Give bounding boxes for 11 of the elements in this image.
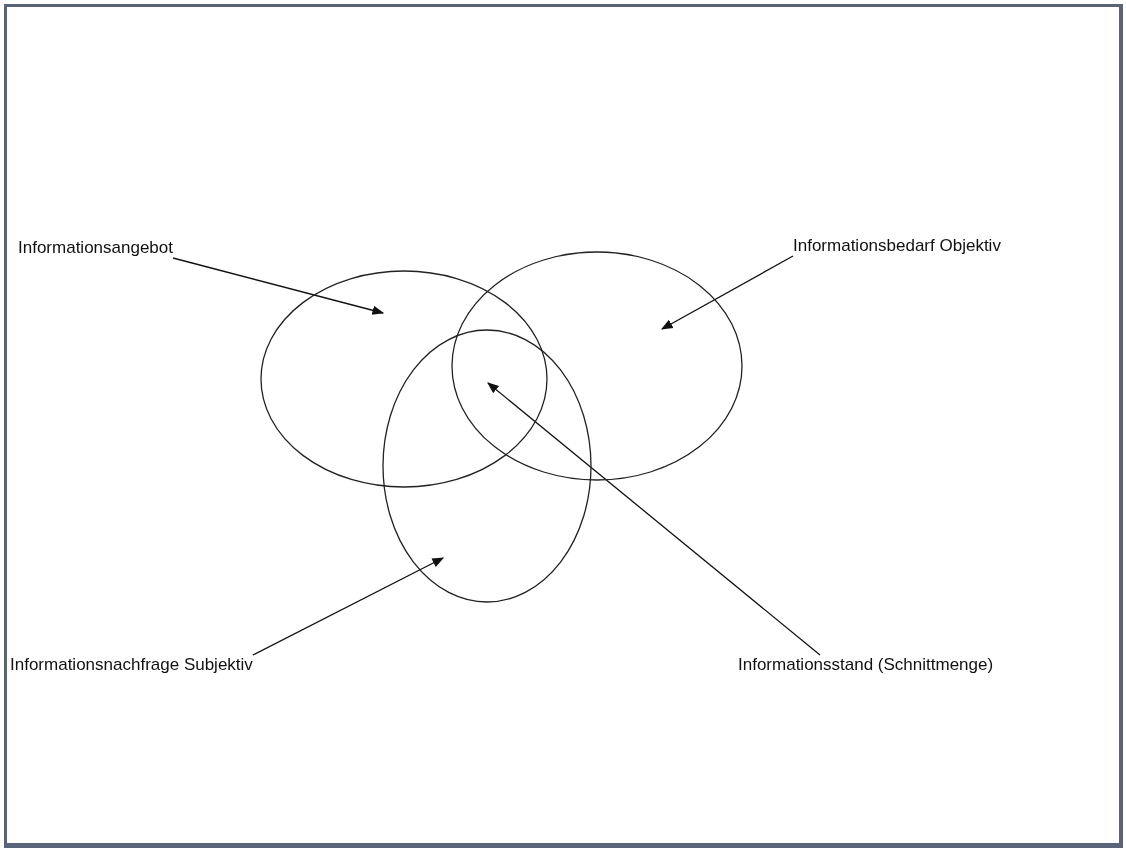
label-text: Informationsangebot <box>18 238 173 258</box>
leader-arrow <box>172 257 385 315</box>
label-text: Informationsbedarf Objektiv <box>793 236 1001 256</box>
ellipse-outline <box>260 270 548 488</box>
ellipse-outline <box>451 251 743 481</box>
leader-arrow <box>252 557 445 656</box>
leader-arrow <box>487 382 821 656</box>
label-text: Informationsnachfrage Subjektiv <box>10 655 253 675</box>
ellipse-outline <box>382 329 592 603</box>
leader-arrow <box>661 255 794 330</box>
label-text: Informationsstand (Schnittmenge) <box>738 655 994 675</box>
